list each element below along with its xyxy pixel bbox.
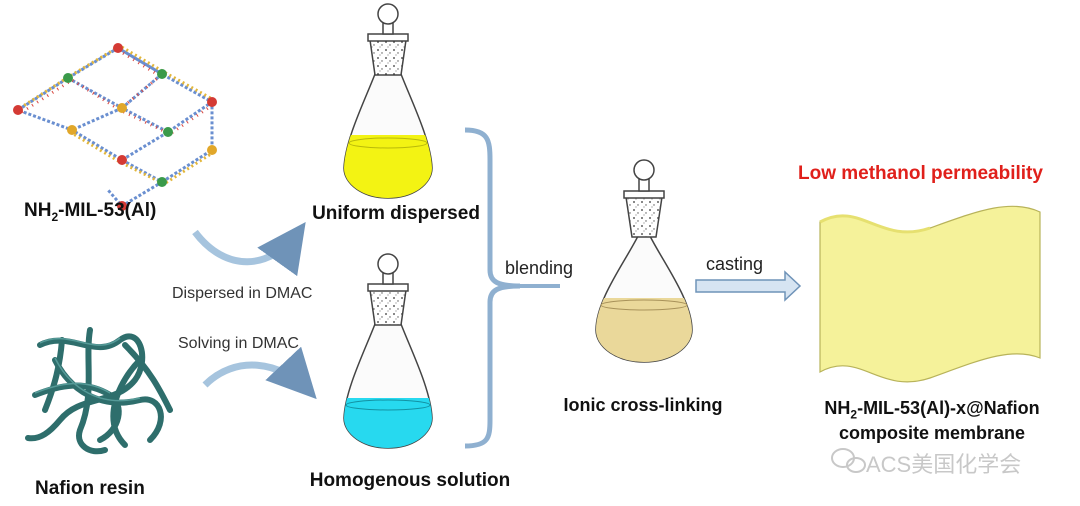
nafion-resin-icon (25, 327, 173, 455)
casting-label: casting (706, 254, 764, 274)
dispersed-step-label: Dispersed in DMAC (172, 285, 313, 302)
flask-icon (343, 3, 433, 199)
nafion-label: Nafion resin (35, 478, 145, 499)
uniform-label: Uniform dispersed (312, 203, 480, 224)
low-permeability-label: Low methanol permeability (798, 163, 1043, 184)
blending-label: blending (505, 258, 574, 278)
watermark-text: ACS美国化学会 (866, 452, 1022, 477)
flask-icon (343, 253, 433, 449)
product-label-line2: composite membrane (838, 423, 1026, 443)
mof-label: NH2-MIL-53(Al) (24, 200, 157, 224)
ionic-label: Ionic cross-linking (563, 395, 723, 415)
dispersed-arrow-icon (192, 222, 306, 277)
homogenous-label: Homogenous solution (309, 470, 511, 491)
mof-node-icons (13, 43, 217, 211)
blending-bracket-icon (464, 127, 521, 449)
solving-arrow-icon (202, 346, 317, 400)
product-label: NH2-MIL-53(Al)-x@Nafion (824, 398, 1040, 422)
mof-lattice-icon (14, 44, 215, 208)
solving-step-label: Solving in DMAC (178, 335, 299, 352)
wechat-icon (831, 448, 866, 473)
flask-icon (595, 159, 693, 363)
membrane-icon (819, 205, 1041, 383)
casting-arrow-icon (695, 270, 802, 302)
